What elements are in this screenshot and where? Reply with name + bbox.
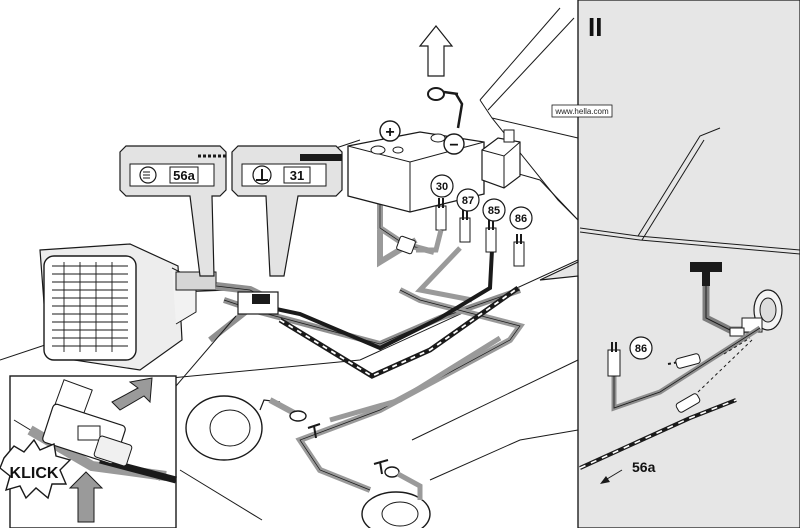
panel-number: II (588, 12, 602, 42)
callout-lamp: 56a (119, 145, 227, 277)
pin-85-label: 85 (488, 205, 500, 217)
pin-30-label: 30 (436, 181, 448, 193)
inset-pin-circle (629, 336, 653, 360)
harness-plug-icon (237, 291, 279, 315)
horn-right-icon (361, 459, 431, 528)
inset-pin-label: 86 (635, 343, 647, 355)
pin-85-circle (482, 198, 506, 222)
relay-icon (481, 129, 521, 189)
horn-left-icon (185, 395, 321, 461)
battery-minus-label: − (449, 137, 458, 154)
pin-86-label: 86 (515, 213, 527, 225)
battery-plus-icon (379, 120, 401, 142)
callout-lamp-label: 56a (173, 168, 195, 183)
callout-ground: 31 (231, 145, 343, 277)
panel-ii: II 86 (539, 0, 800, 528)
ground-ring-icon (427, 87, 459, 101)
click-arrow-down-icon (111, 377, 153, 411)
callout-ground-label: 31 (290, 168, 304, 183)
pin-connectors (396, 198, 525, 267)
pin-30-circle (430, 174, 454, 198)
pin-87-circle (456, 188, 480, 212)
pin-87-label: 87 (462, 195, 474, 207)
inset-pin-connector-icon (607, 342, 621, 377)
battery-plus-label: + (385, 124, 394, 141)
click-arrow-up-icon (68, 471, 104, 523)
ground-connector-icon (690, 262, 722, 286)
work-lamp-icon (39, 243, 217, 371)
pin-labels: 30 87 85 86 (430, 174, 533, 230)
watermark-box (551, 104, 613, 118)
klick-label: KLICK (10, 465, 59, 482)
up-arrow-icon (418, 25, 454, 77)
klick-burst: KLICK (0, 438, 72, 500)
bulb-socket-icon (729, 289, 783, 337)
watermark: www.hella.com (554, 107, 609, 116)
inset-wire-label: 56a (632, 459, 656, 475)
battery-minus-icon (443, 133, 465, 155)
pin-86-circle (509, 206, 533, 230)
